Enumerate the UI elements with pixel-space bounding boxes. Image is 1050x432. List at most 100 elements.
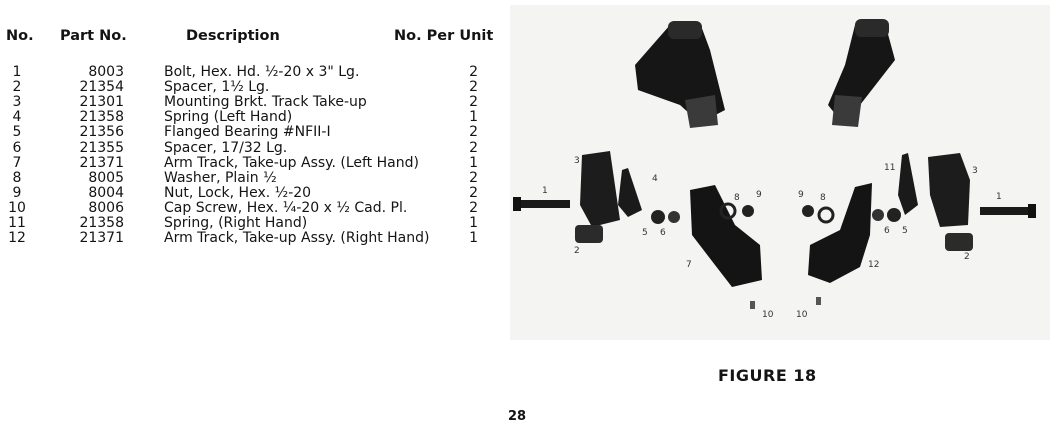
header-no: No.	[6, 28, 34, 44]
table-row: 11 21358 Spring, (Right Hand) 1	[0, 216, 500, 231]
callout-10-right: 10	[796, 310, 808, 320]
table-row: 8 8005 Washer, Plain ½ 2	[0, 169, 500, 186]
part-description: Spacer, 1½ Lg.	[164, 79, 270, 96]
left-washer-nut	[719, 202, 754, 220]
part-number: 21358	[79, 215, 124, 231]
item-number: 1	[12, 64, 22, 80]
callout-12: 12	[868, 260, 879, 270]
quantity-per-unit: 2	[469, 169, 478, 186]
exploded-parts-photo: 1 2 3 4 5 6 7 8 9 10 11 12 9 8 6 5 3 2 1…	[510, 5, 1050, 340]
quantity-per-unit: 1	[469, 215, 478, 231]
left-bolt	[513, 197, 570, 211]
callout-7: 7	[686, 260, 692, 270]
quantity-per-unit: 2	[469, 124, 478, 141]
item-number: 11	[8, 215, 26, 231]
page-number: 28	[508, 409, 527, 424]
cap-screws	[750, 297, 821, 309]
part-description: Spring (Left Hand)	[164, 109, 293, 126]
callout-2-right: 2	[964, 252, 970, 262]
quantity-per-unit: 1	[469, 109, 478, 126]
top-right-arm-assembly	[828, 19, 895, 127]
table-row: 4 21358 Spring (Left Hand) 1	[0, 110, 500, 125]
part-number: 21371	[79, 154, 124, 171]
quantity-per-unit: 2	[469, 139, 478, 156]
callout-2-left: 2	[574, 246, 580, 256]
header-part-no: Part No.	[60, 28, 127, 44]
callout-6-right: 6	[884, 226, 890, 236]
item-number: 2	[12, 79, 22, 96]
item-number: 5	[12, 124, 22, 141]
callout-10-left: 10	[762, 310, 774, 320]
item-number: 3	[12, 94, 22, 111]
item-number: 10	[8, 199, 26, 216]
part-number: 21355	[79, 139, 124, 156]
callout-8-left: 8	[734, 193, 740, 203]
part-description: Nut, Lock, Hex. ½-20	[164, 184, 312, 201]
quantity-per-unit: 1	[469, 154, 478, 171]
part-description: Arm Track, Take-up Assy. (Right Hand)	[164, 230, 430, 247]
header-description: Description	[186, 28, 280, 44]
item-number: 9	[12, 184, 22, 201]
part-number: 8006	[88, 199, 124, 216]
left-arm-track	[690, 185, 762, 287]
part-number: 21301	[79, 94, 124, 111]
header-no-per-unit: No. Per Unit	[394, 28, 494, 44]
quantity-per-unit: 2	[469, 199, 478, 216]
callout-11: 11	[884, 163, 895, 173]
right-bolt	[980, 204, 1036, 218]
quantity-per-unit: 2	[469, 184, 478, 201]
part-description: Bolt, Hex. Hd. ½-20 x 3" Lg.	[164, 64, 360, 80]
right-bearing	[872, 208, 901, 222]
part-description: Mounting Brkt. Track Take-up	[164, 94, 367, 111]
right-washer-nut	[802, 205, 835, 224]
callout-4: 4	[652, 174, 658, 184]
part-description: Spring, (Right Hand)	[164, 215, 308, 231]
callout-9-right: 9	[798, 190, 804, 200]
part-description: Cap Screw, Hex. ¼-20 x ½ Cad. Pl.	[164, 199, 408, 216]
callout-5-left: 5	[642, 228, 648, 238]
item-number: 6	[12, 139, 22, 156]
part-description: Washer, Plain ½	[164, 169, 277, 186]
right-spring	[898, 153, 918, 215]
figure-caption: FIGURE 18	[718, 366, 817, 385]
right-spacer	[945, 233, 973, 251]
callout-labels: 1 2 3 4 5 6 7 8 9 10 11 12 9 8 6 5 3 2 1…	[542, 156, 1002, 320]
item-number: 8	[12, 169, 22, 186]
part-number: 21358	[79, 109, 124, 126]
callout-8-right: 8	[820, 193, 826, 203]
callout-5-right: 5	[902, 226, 908, 236]
right-mounting-bracket	[928, 153, 970, 227]
part-number: 21356	[79, 124, 124, 141]
callout-9-left: 9	[756, 190, 762, 200]
callout-3-right: 3	[972, 166, 978, 176]
part-number: 8004	[88, 184, 124, 201]
item-number: 12	[8, 230, 26, 247]
part-number: 8005	[88, 169, 124, 186]
part-description: Spacer, 17/32 Lg.	[164, 139, 288, 156]
quantity-per-unit: 2	[469, 79, 478, 96]
item-number: 7	[12, 154, 22, 171]
item-number: 4	[12, 109, 22, 126]
left-mounting-bracket	[580, 151, 620, 227]
table-row: 12 21371 Arm Track, Take-up Assy. (Right H…	[0, 231, 500, 246]
callout-1-left: 1	[542, 186, 548, 196]
table-row: 7 21371 Arm Track, Take-up Assy. (Left Han…	[0, 154, 500, 171]
part-number: 21371	[79, 230, 124, 247]
part-number: 8003	[88, 64, 124, 80]
right-arm-track	[808, 183, 872, 283]
top-left-arm-assembly	[635, 21, 725, 128]
left-bearing	[651, 210, 680, 224]
left-spacer	[575, 225, 603, 243]
table-row: 10 8006 Cap Screw, Hex. ¼-20 x ½ Cad. Pl. 2	[0, 199, 500, 216]
table-row: 9 8004 Nut, Lock, Hex. ½-20 2	[0, 184, 500, 201]
callout-1-right: 1	[996, 192, 1002, 202]
table-row: 2 21354 Spacer, 1½ Lg. 2	[0, 80, 500, 95]
quantity-per-unit: 1	[469, 230, 478, 247]
part-description: Arm Track, Take-up Assy. (Left Hand)	[164, 154, 419, 171]
callout-3-left: 3	[574, 156, 580, 166]
part-number: 21354	[79, 79, 124, 96]
left-spring	[618, 168, 642, 217]
table-row: 6 21355 Spacer, 17/32 Lg. 2	[0, 139, 500, 156]
